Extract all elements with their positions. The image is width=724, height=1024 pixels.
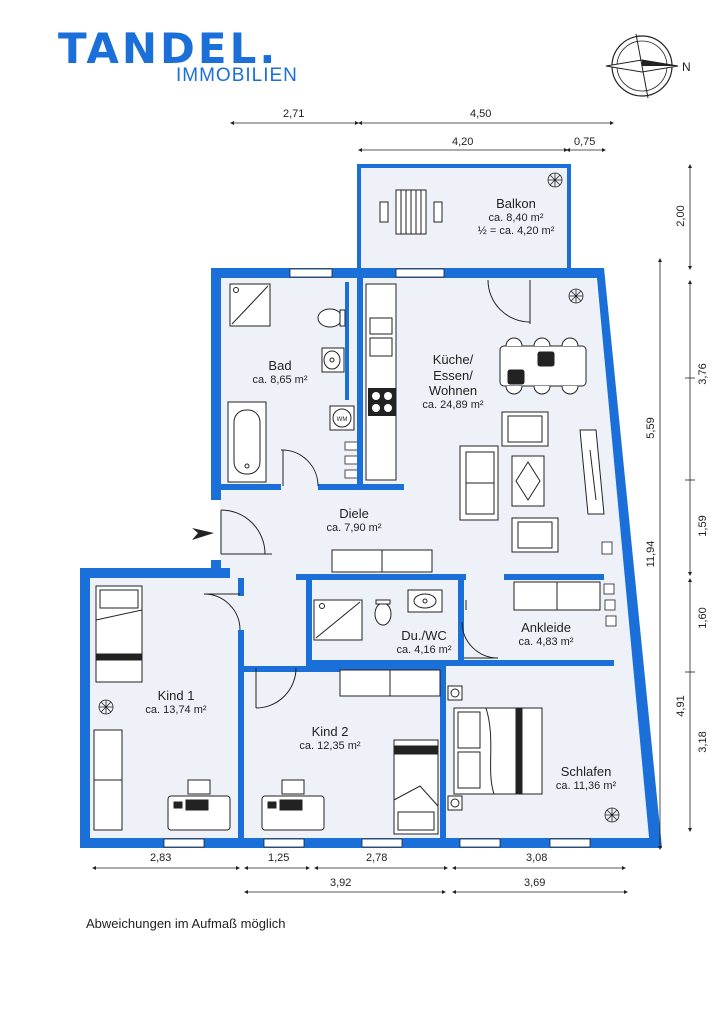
dimension-label: 2,71 [283,108,305,120]
room-label-ankleide: Ankleide ca. 4,83 m² [506,620,586,649]
room-area: ca. 13,74 m² [145,703,207,716]
logo-wordmark: TANDEL. [58,24,279,73]
room-label-balkon: Balkon ca. 8,40 m² ½ = ca. 4,20 m² [466,196,566,238]
plant-icon [98,699,114,715]
room-name: Kind 1 [157,688,195,703]
sofa-icon [459,445,499,521]
plant-icon [604,807,620,823]
room-area: ca. 8,65 m² [252,373,308,386]
entrance-arrow-icon [192,528,214,540]
plant-icon [547,172,563,188]
nightstand-icon [447,685,463,811]
dimension-label: 4,50 [470,108,492,120]
washing-machine-label: WM [337,417,348,423]
room-area-half: ½ = ca. 4,20 m² [477,224,555,237]
dimension-label: 1,59 [697,515,709,537]
room-area: ca. 7,90 m² [326,521,382,534]
kitchen-counter [365,283,397,481]
shower-icon [313,599,363,641]
coffee-table-icon [511,455,545,507]
room-area: ca. 12,35 m² [299,739,361,752]
wardrobe-icon [93,729,123,831]
wardrobe-icon [513,581,601,611]
doors [203,279,531,709]
dimension-label: 3,08 [526,852,548,864]
logo-subtitle: IMMOBILIEN [176,65,298,86]
room-name: Du./WC [401,628,447,643]
dimension-label: 2,83 [150,852,172,864]
room-name: Bad [268,358,292,373]
dimension-ticks [685,377,695,673]
dimension-label: 4,20 [452,136,474,148]
dimension-label: 4,91 [675,695,687,717]
dining-table-icon [499,337,587,395]
room-name: Diele [339,506,369,521]
dimension-label: 0,75 [574,136,596,148]
bed-icon [95,585,143,683]
room-name-line1: Küche/ [432,352,474,367]
desk-icon [167,779,231,831]
disclaimer-note: Abweichungen im Aufmaß möglich [86,916,286,931]
room-label-kueche: Küche/ Essen/ Wohnen ca. 24,89 m² [408,352,498,412]
room-label-kind2: Kind 2 ca. 12,35 m² [288,724,372,753]
double-bed-icon [453,707,543,795]
room-area: ca. 4,83 m² [518,635,574,648]
cabinet-icon [339,669,441,697]
room-name: Balkon [496,196,536,211]
toilet-icon [317,308,346,328]
room-name: Schlafen [560,764,612,779]
dimension-label: 2,00 [675,205,687,227]
room-area: ca. 8,40 m² [488,211,544,224]
room-label-bad: Bad ca. 8,65 m² [240,358,320,387]
bed-icon [393,739,439,835]
tv-unit-icon [579,429,605,515]
room-name-line2: Essen/ [433,367,473,383]
dimension-label: 1,60 [697,607,709,629]
armchair-icon [511,517,559,553]
windows [163,268,617,848]
dimension-label: 3,18 [697,731,709,753]
compass-north-label: N [682,60,691,74]
room-label-diele: Diele ca. 7,90 m² [314,506,394,535]
dimension-label: 3,69 [524,877,546,889]
room-area: ca. 4,16 m² [396,643,452,656]
dimension-label: 2,78 [366,852,388,864]
room-area: ca. 24,89 m² [422,398,484,411]
dimension-label: 1,25 [268,852,290,864]
bathtub-icon [227,401,267,483]
room-name-line3: Wohnen [428,383,478,399]
dimension-lines [92,121,692,894]
interior-walls [221,276,614,840]
dimension-label: 5,59 [645,417,657,439]
balcony-table-icon [379,189,443,235]
room-label-duwc: Du./WC ca. 4,16 m² [384,628,464,657]
shower-icon [229,283,271,327]
sink-icon [321,347,345,373]
stove-icon [368,388,396,416]
sideboard-icon [331,549,433,573]
room-name: Kind 2 [311,724,349,739]
dimension-label: 3,92 [330,877,352,889]
room-label-kind1: Kind 1 ca. 13,74 m² [134,688,218,717]
room-area: ca. 11,36 m² [555,779,617,792]
room-name: Ankleide [521,620,571,635]
dimension-label: 11,94 [645,540,657,568]
compass-rose-icon [605,33,679,99]
room-label-schlafen: Schlafen ca. 11,36 m² [544,764,628,793]
sink-icon [407,589,443,613]
plant-icon [568,288,584,304]
dimension-label: 3,76 [697,363,709,385]
desk-icon [261,779,325,831]
washing-machine-icon [329,405,355,431]
armchair-icon [501,411,549,447]
toilet-icon [374,599,392,626]
